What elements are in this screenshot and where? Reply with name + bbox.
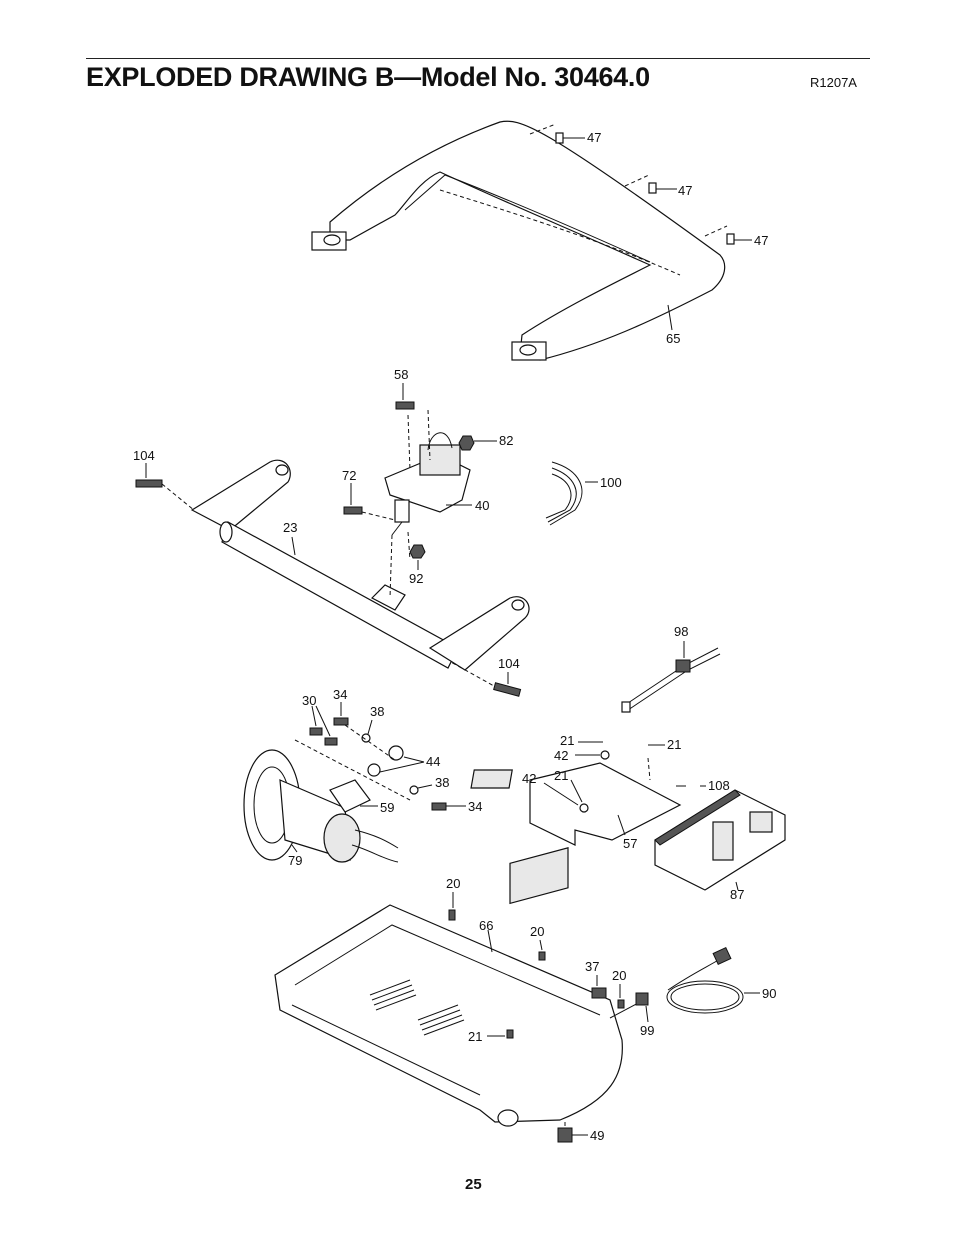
- callout-21d: 21: [468, 1029, 482, 1044]
- callout-47a: 47: [587, 130, 601, 145]
- header-rule: [86, 58, 870, 59]
- callout-66: 66: [479, 918, 493, 933]
- callout-108: 108: [708, 778, 730, 793]
- callout-34a: 34: [333, 687, 347, 702]
- callout-99: 99: [640, 1023, 654, 1038]
- part-58-bolt: [395, 383, 415, 410]
- callout-21c: 21: [554, 768, 568, 783]
- callout-23: 23: [283, 520, 297, 535]
- callout-104b: 104: [498, 656, 520, 671]
- callout-34b: 34: [468, 799, 482, 814]
- callout-20c: 20: [612, 968, 626, 983]
- callout-42a: 42: [554, 748, 568, 763]
- callout-100: 100: [600, 475, 622, 490]
- callout-38b: 38: [435, 775, 449, 790]
- callout-40: 40: [475, 498, 489, 513]
- part-90-cord: [609, 946, 760, 1023]
- part-23-frame: [190, 459, 530, 671]
- page-title: EXPLODED DRAWING B—Model No. 30464.0: [86, 62, 650, 92]
- callout-38a: 38: [370, 704, 384, 719]
- callout-82: 82: [499, 433, 513, 448]
- callout-37: 37: [585, 959, 599, 974]
- callout-90: 90: [762, 986, 776, 1001]
- callout-47c: 47: [754, 233, 768, 248]
- callout-72: 72: [342, 468, 356, 483]
- callout-98: 98: [674, 624, 688, 639]
- part-100-harness: [545, 461, 598, 526]
- callout-49: 49: [590, 1128, 604, 1143]
- part-66-base: [274, 847, 625, 1127]
- part-47-clips: [529, 123, 752, 331]
- page-number: 25: [465, 1176, 482, 1193]
- part-79-motor: [243, 749, 399, 863]
- part-30-34-38-44-fasteners: [294, 702, 466, 811]
- callouts: 47 47 47 65 58 82 104 72 40 100 23 92 98…: [133, 130, 776, 1143]
- callout-104a: 104: [133, 448, 155, 463]
- callout-58: 58: [394, 367, 408, 382]
- callout-21a: 21: [560, 733, 574, 748]
- part-40-assembly: [384, 409, 472, 536]
- part-59-bracket: [329, 779, 378, 813]
- part-72-bolt: [343, 483, 396, 521]
- callout-65: 65: [666, 331, 680, 346]
- callout-47b: 47: [678, 183, 692, 198]
- callout-87: 87: [730, 887, 744, 902]
- part-65-hood: [311, 120, 726, 361]
- callout-44: 44: [426, 754, 440, 769]
- drawing-code: R1207A: [810, 75, 857, 90]
- callout-21b: 21: [667, 737, 681, 752]
- part-98-cable: [621, 641, 721, 713]
- callout-42b: 42: [522, 771, 536, 786]
- part-82-nut: [458, 435, 497, 451]
- callout-57: 57: [623, 836, 637, 851]
- part-57-plate: [470, 741, 682, 846]
- vent-slots: [369, 979, 465, 1036]
- callout-92: 92: [409, 571, 423, 586]
- callout-79: 79: [288, 853, 302, 868]
- callout-59: 59: [380, 800, 394, 815]
- callout-20a: 20: [446, 876, 460, 891]
- callout-20b: 20: [530, 924, 544, 939]
- part-92-nut: [409, 544, 426, 570]
- part-49-clip: [557, 1122, 588, 1143]
- part-87-controller: [654, 785, 786, 891]
- callout-30: 30: [302, 693, 316, 708]
